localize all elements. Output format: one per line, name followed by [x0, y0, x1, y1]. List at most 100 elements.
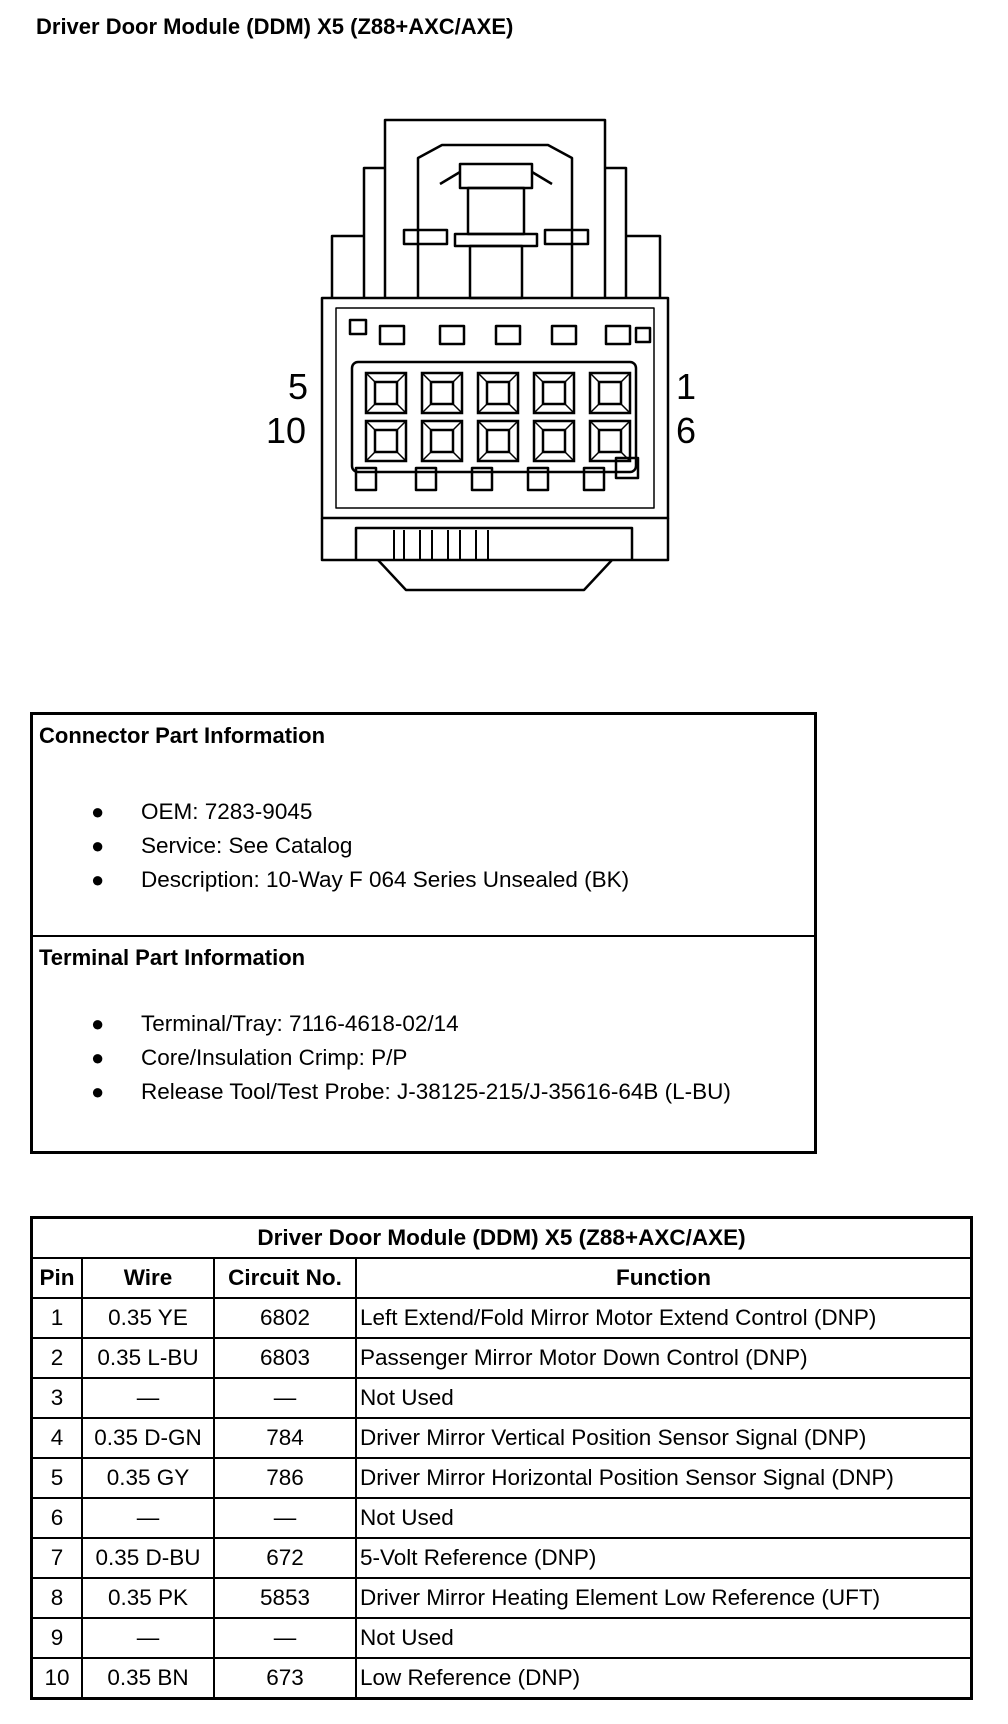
- pin-cavity-chamfer: [421, 372, 432, 383]
- circuit-cell: 6803: [213, 1337, 357, 1379]
- pin-cavity-chamfer: [421, 420, 432, 431]
- pin-cavity-chamfer: [396, 403, 407, 414]
- pin-cavity: [476, 419, 520, 463]
- pin-label-1: 1: [676, 366, 697, 407]
- function-cell: Not Used: [355, 1497, 973, 1539]
- wire-cell: 0.35 YE: [81, 1297, 215, 1339]
- pin-cavity-chamfer: [508, 451, 519, 462]
- pin-cavity-chamfer: [452, 420, 463, 431]
- wire-cell: 0.35 GY: [81, 1457, 215, 1499]
- pin-cell: 10: [30, 1657, 83, 1700]
- function-cell: 5-Volt Reference (DNP): [355, 1537, 973, 1579]
- pin-cavity-chamfer: [452, 372, 463, 383]
- terminal-info-heading: Terminal Part Information: [39, 945, 306, 970]
- connector-info-heading: Connector Part Information: [39, 723, 326, 748]
- pin-cavity-chamfer: [508, 420, 519, 431]
- list-item: ●Core/Insulation Crimp: P/P: [91, 1045, 408, 1070]
- pin-cavity-chamfer: [533, 420, 544, 431]
- circuit-cell: —: [213, 1617, 357, 1659]
- pin-cavity-inner: [597, 380, 623, 406]
- table-title: Driver Door Module (DDM) X5 (Z88+AXC/AXE…: [30, 1216, 973, 1259]
- pin-cavity-inner: [429, 380, 455, 406]
- pin-cell: 2: [30, 1337, 83, 1379]
- connector-diagram: [320, 118, 670, 592]
- function-cell: Driver Mirror Heating Element Low Refere…: [355, 1577, 973, 1619]
- pin-cell: 4: [30, 1417, 83, 1459]
- pin-cavity-chamfer: [564, 451, 575, 462]
- pin-cavity-chamfer: [620, 420, 631, 431]
- pin-cavity-chamfer: [508, 403, 519, 414]
- list-item: ●Description: 10-Way F 064 Series Unseal…: [91, 867, 630, 892]
- list-item: ●Release Tool/Test Probe: J-38125-215/J-…: [91, 1079, 731, 1104]
- pin-label-5: 5: [288, 366, 309, 407]
- header-pin: Pin: [30, 1257, 83, 1299]
- pin-cavity-chamfer: [564, 403, 575, 414]
- connector-part-info: Connector Part Information ●OEM: 7283-90…: [33, 715, 814, 937]
- wire-cell: —: [81, 1377, 215, 1419]
- pin-cavity-chamfer: [396, 420, 407, 431]
- page-title: Driver Door Module (DDM) X5 (Z88+AXC/AXE…: [36, 14, 514, 39]
- circuit-cell: 786: [213, 1457, 357, 1499]
- circuit-cell: 673: [213, 1657, 357, 1700]
- pin-cavity-inner: [429, 428, 455, 454]
- pin-label-10: 10: [266, 410, 307, 451]
- wire-cell: 0.35 D-GN: [81, 1417, 215, 1459]
- wire-cell: 0.35 D-BU: [81, 1537, 215, 1579]
- pin-cavity: [476, 371, 520, 415]
- wire-cell: 0.35 L-BU: [81, 1337, 215, 1379]
- pin-cavity: [420, 371, 464, 415]
- pin-cavity-chamfer: [477, 420, 488, 431]
- pin-cavity-chamfer: [589, 420, 600, 431]
- pin-cavity-chamfer: [533, 451, 544, 462]
- pin-cavity-chamfer: [365, 372, 376, 383]
- function-cell: Driver Mirror Horizontal Position Sensor…: [355, 1457, 973, 1499]
- pin-table: Driver Door Module (DDM) X5 (Z88+AXC/AXE…: [30, 1216, 973, 1700]
- pin-cavity: [588, 371, 632, 415]
- table-row: 6——Not Used: [30, 1497, 973, 1539]
- circuit-cell: —: [213, 1497, 357, 1539]
- circuit-cell: —: [213, 1377, 357, 1419]
- function-cell: Passenger Mirror Motor Down Control (DNP…: [355, 1337, 973, 1379]
- pin-cavity-chamfer: [620, 451, 631, 462]
- header-function: Function: [355, 1257, 973, 1299]
- pin-cavity-chamfer: [421, 403, 432, 414]
- list-item: ●OEM: 7283-9045: [91, 799, 313, 824]
- header-circuit: Circuit No.: [213, 1257, 357, 1299]
- function-cell: Left Extend/Fold Mirror Motor Extend Con…: [355, 1297, 973, 1339]
- function-cell: Low Reference (DNP): [355, 1657, 973, 1700]
- function-cell: Not Used: [355, 1617, 973, 1659]
- pin-cavity: [532, 371, 576, 415]
- pin-cavity-chamfer: [589, 451, 600, 462]
- pin-cavity-chamfer: [564, 372, 575, 383]
- pin-cavity-chamfer: [421, 451, 432, 462]
- pin-cavity-chamfer: [365, 451, 376, 462]
- pin-cell: 8: [30, 1577, 83, 1619]
- list-item: ●Service: See Catalog: [91, 833, 353, 858]
- part-info-box: Connector Part Information ●OEM: 7283-90…: [30, 712, 817, 1154]
- pin-cavity-chamfer: [477, 372, 488, 383]
- pin-cell: 9: [30, 1617, 83, 1659]
- pin-cell: 7: [30, 1537, 83, 1579]
- pin-label-6: 6: [676, 410, 697, 451]
- function-cell: Not Used: [355, 1377, 973, 1419]
- pin-cell: 6: [30, 1497, 83, 1539]
- pin-cavity-chamfer: [533, 403, 544, 414]
- wire-cell: 0.35 BN: [81, 1657, 215, 1700]
- wire-cell: —: [81, 1497, 215, 1539]
- pin-cavity-chamfer: [589, 372, 600, 383]
- wire-cell: —: [81, 1617, 215, 1659]
- pin-cavity-chamfer: [477, 451, 488, 462]
- pin-cavity-inner: [541, 380, 567, 406]
- pin-cavity-inner: [485, 380, 511, 406]
- pin-cavity-chamfer: [365, 403, 376, 414]
- pin-cavity-chamfer: [533, 372, 544, 383]
- pin-cavity-chamfer: [508, 372, 519, 383]
- pin-cavity-chamfer: [564, 420, 575, 431]
- list-item: ●Terminal/Tray: 7116-4618-02/14: [91, 1011, 459, 1036]
- pin-cavity: [588, 419, 632, 463]
